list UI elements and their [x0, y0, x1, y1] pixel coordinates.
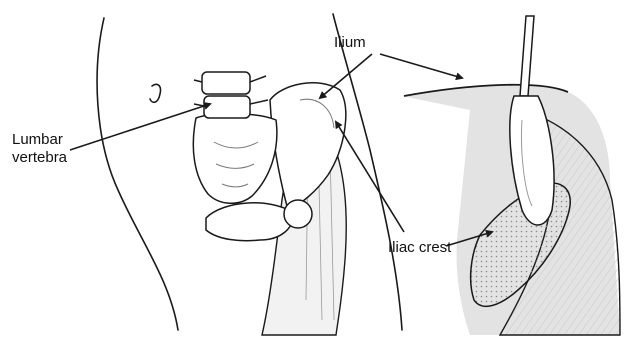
arrow-ilium-to-cutaway — [380, 54, 462, 78]
umbilicus-mark — [150, 84, 161, 102]
label-lumbar-line2: vertebra — [12, 149, 67, 167]
left-body-contour — [97, 18, 178, 330]
label-ilium: Ilium — [334, 34, 366, 52]
label-lumbar-vertebra: Lumbar vertebra — [12, 131, 67, 167]
label-lumbar-line1: Lumbar — [12, 131, 67, 149]
arrow-lumbar — [70, 104, 210, 150]
sacrum — [193, 114, 277, 204]
femoral-head — [284, 200, 312, 228]
lumbar-vertebra — [194, 72, 268, 118]
pubic-bone — [206, 203, 293, 241]
label-iliac-crest: Iliac crest — [388, 239, 451, 257]
